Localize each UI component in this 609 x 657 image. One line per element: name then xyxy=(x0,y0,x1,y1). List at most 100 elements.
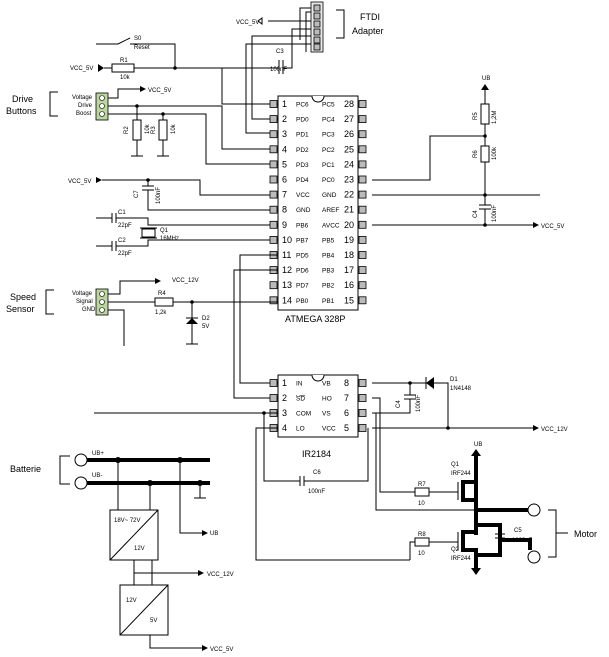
speed-sensor-connector: Speed Sensor Voltage Signal GND VCC_12V … xyxy=(6,278,278,346)
svg-text:R2: R2 xyxy=(124,126,130,134)
svg-text:100nF: 100nF xyxy=(308,489,325,495)
atmega-pin-number: 15 xyxy=(344,295,354,305)
svg-text:Sensor: Sensor xyxy=(6,304,35,314)
atmega-pin-14 xyxy=(269,296,278,305)
svg-text:R8: R8 xyxy=(418,532,426,538)
atmega-pin-number: 8 xyxy=(282,205,287,215)
atmega-pin-number: 23 xyxy=(344,175,354,185)
atmega-pin-number: 9 xyxy=(282,220,287,230)
svg-text:UB-: UB- xyxy=(92,473,102,479)
ir2184-pin-label: LO xyxy=(296,426,305,433)
atmega-pin-17 xyxy=(358,266,367,275)
atmega-pin-4 xyxy=(269,145,278,154)
svg-text:UB: UB xyxy=(210,531,218,537)
ir2184-pin-label: VCC xyxy=(322,426,336,433)
atmega-pin-23 xyxy=(358,175,367,184)
svg-text:1,2M: 1,2M xyxy=(492,111,498,124)
svg-text:VCC_12V: VCC_12V xyxy=(172,278,199,284)
reset-switch-s0: S0 Reset xyxy=(96,36,176,68)
atmega-pin-label: GND xyxy=(322,192,337,199)
atmega-pin-label: PB7 xyxy=(296,237,309,244)
svg-text:Signal: Signal xyxy=(76,299,93,305)
atmega-right-net: UB R5 1,2M R6 100k VCC_5V C4 100nF xyxy=(372,76,564,230)
svg-text:Drive: Drive xyxy=(12,94,33,104)
svg-text:C6: C6 xyxy=(313,470,321,476)
atmega-pin-label: PB0 xyxy=(296,298,309,305)
svg-text:C7: C7 xyxy=(134,190,140,198)
atmega-pin-label: PC2 xyxy=(322,147,335,154)
atmega-pin-number: 18 xyxy=(344,250,354,260)
atmega-pin-26 xyxy=(358,130,367,139)
atmega-pin-label: GND xyxy=(296,207,311,214)
svg-text:IRF244: IRF244 xyxy=(451,471,471,477)
atmega-pin-label: PD1 xyxy=(296,132,309,139)
ir2184-pin-number: 6 xyxy=(344,408,349,418)
svg-text:C1: C1 xyxy=(118,210,126,216)
atmega-pin-27 xyxy=(358,115,367,123)
atmega-pin-7 xyxy=(269,190,278,199)
svg-text:D2: D2 xyxy=(202,316,210,322)
atmega-pin-number: 19 xyxy=(344,235,354,245)
atmega-pin-number: 5 xyxy=(282,159,287,169)
svg-text:VCC_5V: VCC_5V xyxy=(70,66,93,72)
svg-text:18V~ 72V: 18V~ 72V xyxy=(114,518,141,524)
ir2184-pin-5 xyxy=(358,424,367,432)
svg-text:10k: 10k xyxy=(171,123,177,134)
atmega-pin-label: AVCC xyxy=(322,222,340,229)
ir2184-pin-8 xyxy=(358,379,367,387)
atmega-pin-number: 20 xyxy=(344,220,354,230)
atmega-to-driver-links xyxy=(233,254,278,399)
svg-text:1000uF: 1000uF xyxy=(512,538,533,544)
atmega-power-net: VCC_5V C7 100nF xyxy=(68,177,278,211)
ir2184-pin-6 xyxy=(358,409,367,417)
svg-text:R6: R6 xyxy=(473,150,479,158)
ftdi-label: FTDI xyxy=(360,12,380,22)
atmega-pin-number: 2 xyxy=(282,114,287,124)
ir2184-name: IR2184 xyxy=(302,449,331,459)
ir2184-pin-number: 1 xyxy=(282,378,287,388)
driver-net: C6 100nF D1 1N4148 C4 100nF VCC_12V xyxy=(94,377,568,561)
svg-text:C4: C4 xyxy=(473,210,479,218)
svg-text:22pF: 22pF xyxy=(118,223,132,229)
atmega-pin-label: VCC xyxy=(296,192,310,199)
svg-text:22pF: 22pF xyxy=(118,251,132,257)
svg-text:VCC_12V: VCC_12V xyxy=(207,572,234,578)
svg-text:R7: R7 xyxy=(418,482,426,488)
ir2184-pin-number: 2 xyxy=(282,393,287,403)
atmega-pin-label: PD0 xyxy=(296,117,309,124)
ir2184-pin-label: IN xyxy=(296,381,303,388)
atmega-pin-label: PB2 xyxy=(322,283,335,290)
atmega-pin-number: 21 xyxy=(344,205,354,215)
ir2184-pin-number: 3 xyxy=(282,408,287,418)
atmega-pin-8 xyxy=(269,205,278,214)
svg-text:D1: D1 xyxy=(450,377,458,383)
atmega-pin-2 xyxy=(269,115,278,123)
svg-text:100nF: 100nF xyxy=(156,187,162,204)
atmega-pin-label: PB4 xyxy=(322,253,335,260)
svg-text:Reset: Reset xyxy=(134,45,150,51)
svg-text:R5: R5 xyxy=(473,112,479,120)
resistor-r1: VCC_5V R1 10k xyxy=(70,58,278,105)
atmega-pin-number: 10 xyxy=(282,235,292,245)
svg-text:16MHz: 16MHz xyxy=(160,236,179,242)
atmega-pin-label: PD5 xyxy=(296,253,309,260)
atmega-pin-number: 22 xyxy=(344,190,354,200)
svg-text:12V: 12V xyxy=(134,546,145,552)
atmega-pin-5 xyxy=(269,160,278,169)
svg-text:100nF: 100nF xyxy=(416,395,422,412)
atmega-pin-label: PD4 xyxy=(296,177,309,184)
atmega-pin-19 xyxy=(358,235,367,244)
atmega-pin-3 xyxy=(269,130,278,139)
atmega-pin-number: 1 xyxy=(282,99,287,109)
svg-text:100k: 100k xyxy=(492,146,498,160)
atmega-pin-number: 11 xyxy=(282,250,291,260)
svg-text:GND: GND xyxy=(82,307,96,313)
ir2184-pin-1 xyxy=(269,379,278,387)
svg-text:Motor: Motor xyxy=(574,529,597,539)
atmega-pin-18 xyxy=(358,251,367,259)
svg-text:1,2k: 1,2k xyxy=(155,310,167,316)
svg-text:C5: C5 xyxy=(514,528,522,534)
atmega-name: ATMEGA 328P xyxy=(285,314,345,324)
atmega-pin-9 xyxy=(269,220,278,229)
